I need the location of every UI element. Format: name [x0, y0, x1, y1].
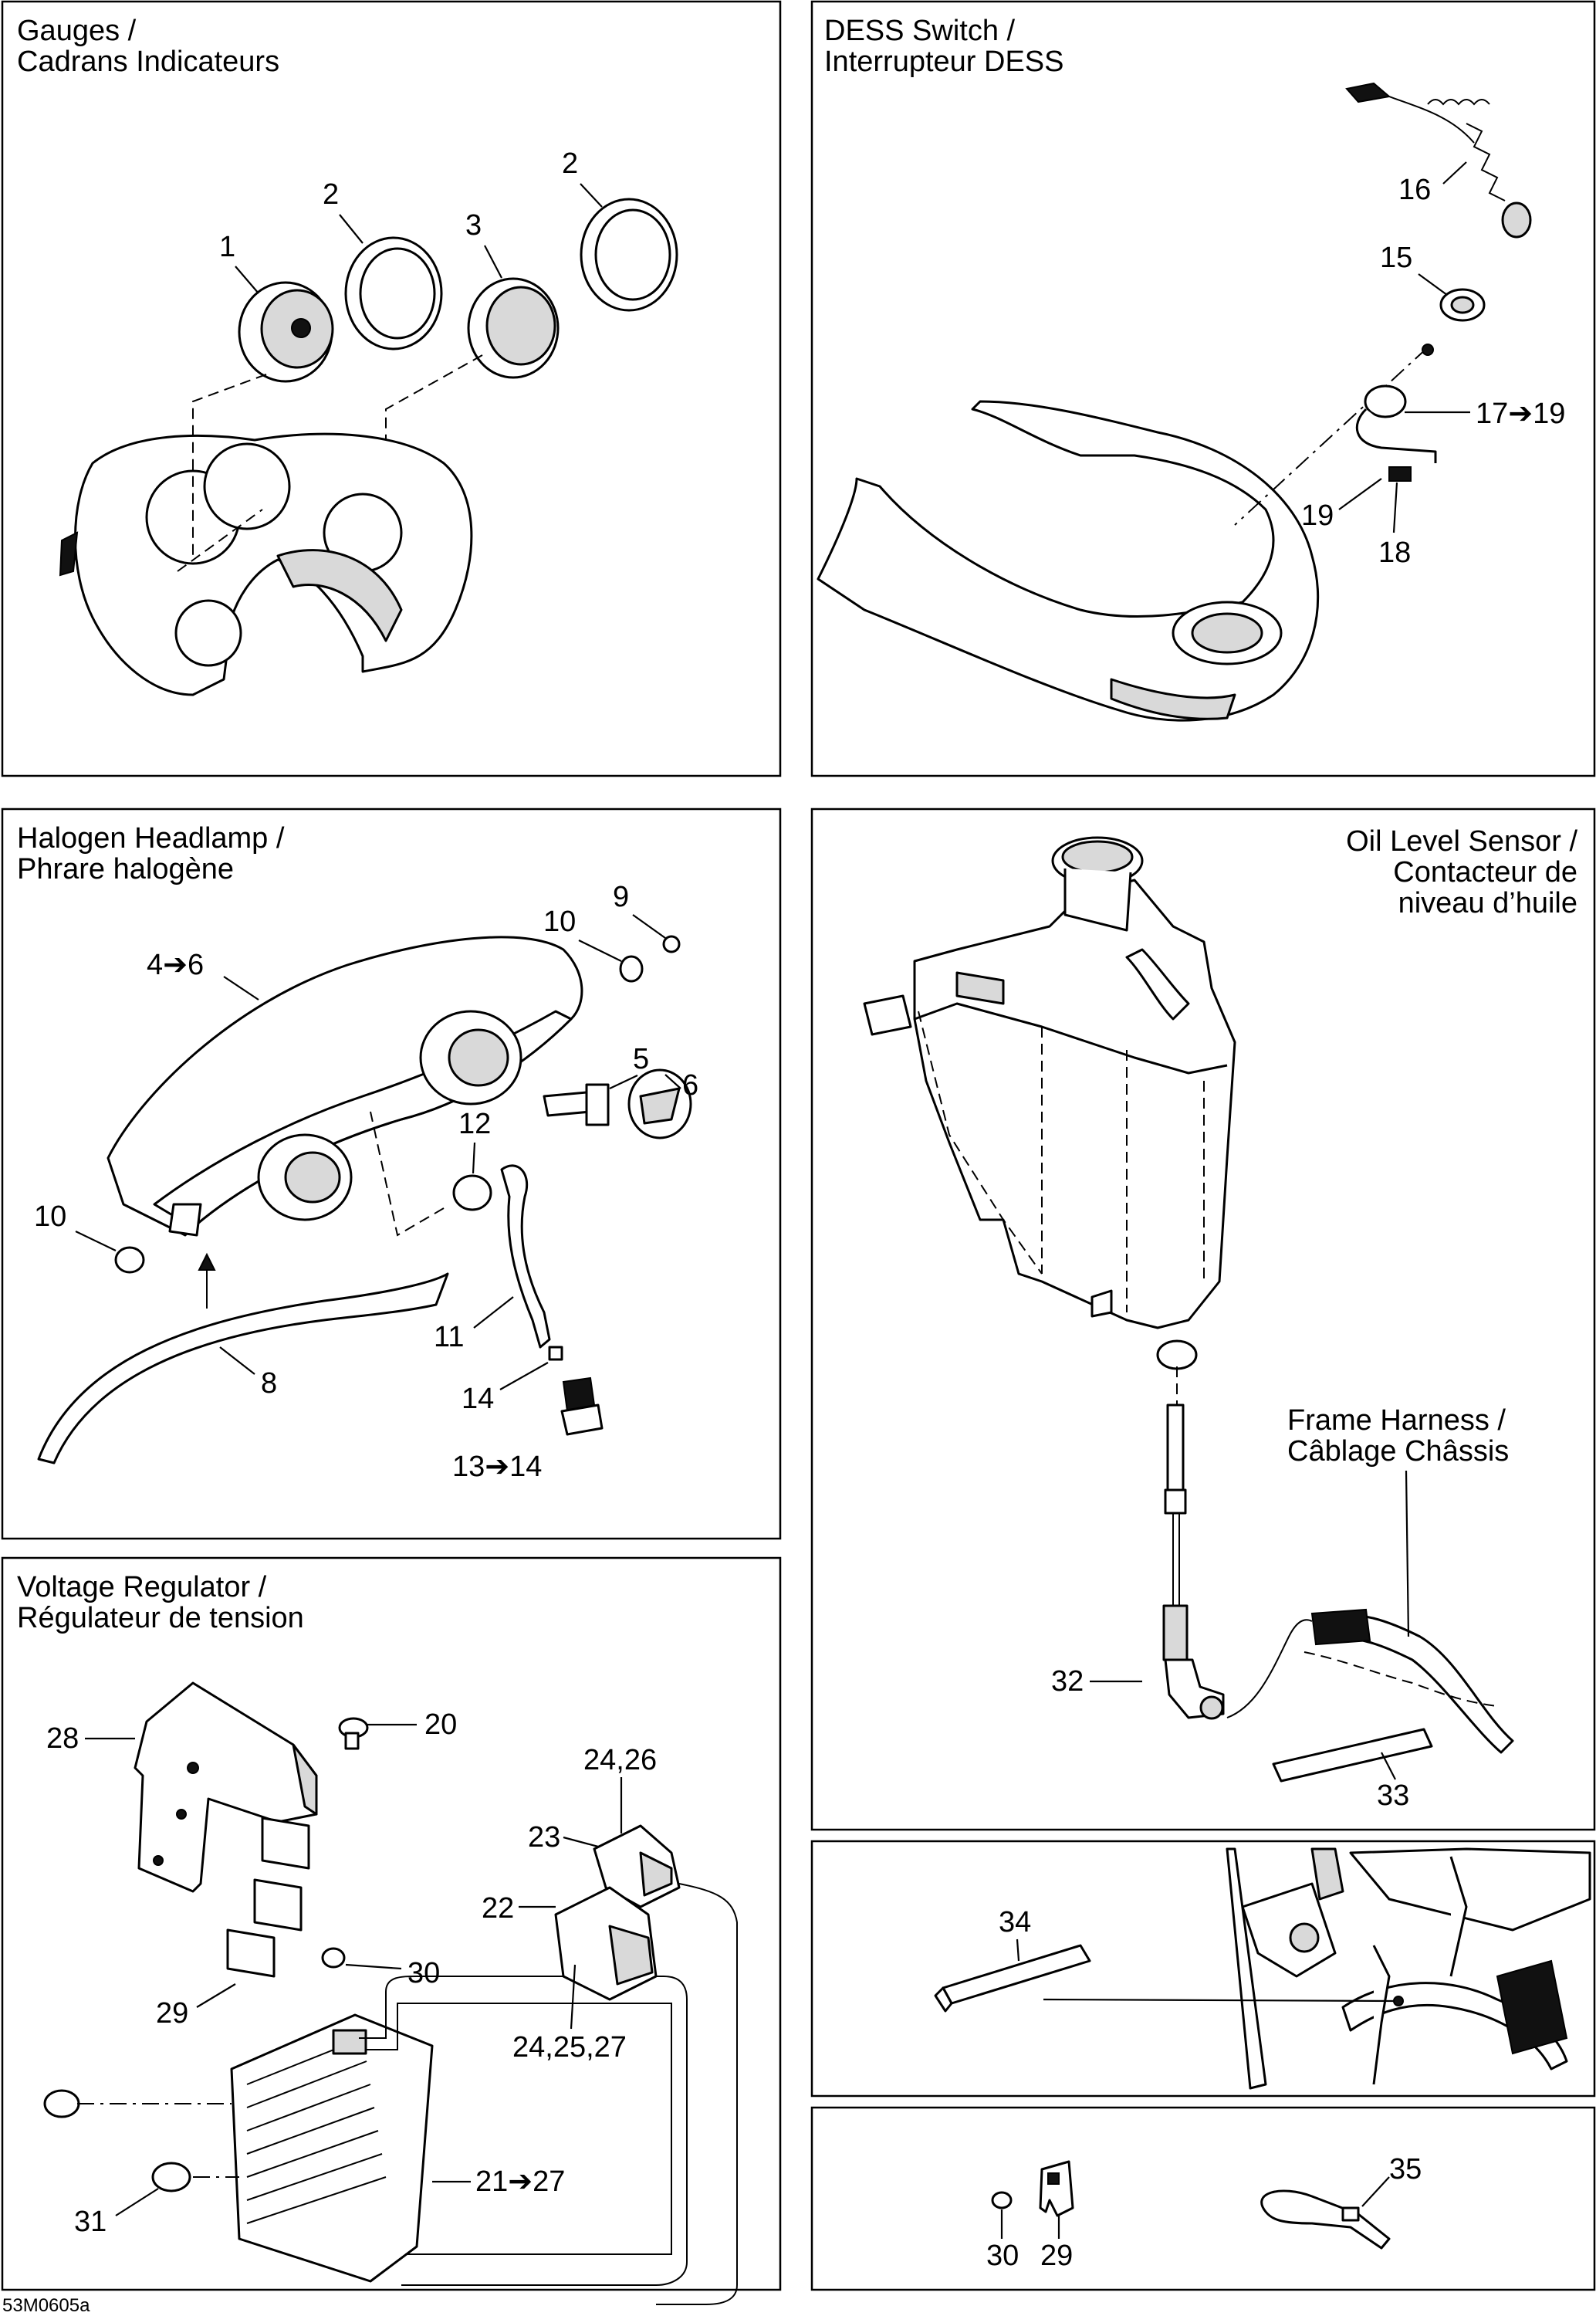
- callout-2-bezel-a: 2: [323, 178, 339, 211]
- gauge-part-3: [467, 277, 560, 379]
- oil-title-line2: Contacteur de: [1393, 856, 1577, 889]
- callout-10-lower: 10: [34, 1200, 66, 1233]
- oil-title-line1: Oil Level Sensor /: [1346, 825, 1577, 858]
- headlamp-bulb-5: [543, 1083, 610, 1126]
- callout-18: 18: [1378, 537, 1411, 569]
- frame-harness: [1226, 1608, 1514, 1754]
- panel-dess: DESS Switch / Interrupteur DESS 16: [810, 0, 1596, 777]
- grommet-10-upper: [619, 935, 681, 983]
- callout-29-clip: 29: [1040, 2240, 1073, 2272]
- headlamp-retainer-6: [627, 1068, 692, 1139]
- hose-11: [500, 1164, 551, 1349]
- callout-22: 22: [482, 1892, 514, 1925]
- dess-title-line1: DESS Switch /: [824, 15, 1016, 47]
- dess-switch-17: [1355, 384, 1437, 482]
- callout-29: 29: [156, 1997, 188, 2030]
- oil-title-line3: niveau d’huile: [1398, 887, 1577, 919]
- frame-harness-title-line1: Frame Harness /: [1287, 1404, 1506, 1437]
- cable-tie-35: [1260, 2189, 1391, 2250]
- steering-cover: [817, 400, 1320, 722]
- callout-15: 15: [1380, 242, 1412, 274]
- connector-22: [554, 1886, 658, 2001]
- callout-10-upper: 10: [543, 906, 576, 938]
- callout-17-to-19: 17➔19: [1476, 398, 1565, 430]
- connector-13: [548, 1346, 604, 1436]
- gauges-title-line1: Gauges /: [17, 15, 137, 47]
- oil-sensor-grommet: [1156, 1339, 1198, 1370]
- gauge-cluster-housing: [59, 432, 473, 696]
- clip-29: [1039, 2160, 1074, 2217]
- dess-cap-15: [1439, 288, 1486, 322]
- callout-8: 8: [261, 1367, 277, 1400]
- panel-clip-tie: 35 30 29: [810, 2106, 1596, 2291]
- oil-tank: [863, 836, 1236, 1329]
- callout-24-26: 24,26: [583, 1744, 657, 1776]
- callout-35: 35: [1389, 2153, 1422, 2186]
- screw-30-small: [991, 2191, 1013, 2209]
- callout-30-small: 30: [986, 2240, 1019, 2272]
- frame-harness-title-line2: Câblage Châssis: [1287, 1435, 1509, 1468]
- dess-title-line2: Interrupteur DESS: [824, 46, 1063, 78]
- trim-strip-8: [37, 1272, 449, 1464]
- callout-16: 16: [1398, 174, 1431, 206]
- callout-9: 9: [613, 881, 629, 913]
- clips-29: [226, 1817, 310, 1978]
- panel-headlamp: Halogen Headlamp / Phrare halogène: [1, 808, 782, 1540]
- panel-edge-trim: 34: [810, 1840, 1596, 2098]
- loom-33: [1272, 1728, 1433, 1783]
- headlamp-title-line1: Halogen Headlamp /: [17, 822, 285, 855]
- callout-32: 32: [1051, 1665, 1084, 1698]
- panel-oil-level-sensor: Oil Level Sensor / Contacteur de niveau …: [810, 808, 1596, 1831]
- gauge-bezel-2b: [580, 198, 678, 312]
- gauges-title-line2: Cadrans Indicateurs: [17, 46, 279, 78]
- callout-5: 5: [633, 1043, 649, 1075]
- gauge-bezel-2a: [344, 236, 443, 350]
- callout-13-to-14: 13➔14: [452, 1451, 542, 1483]
- callout-31: 31: [74, 2206, 107, 2238]
- bolt-31: [43, 2089, 191, 2192]
- regulator-bracket-28: [134, 1681, 318, 1893]
- callout-2-bezel-b: 2: [562, 147, 578, 180]
- edge-trim-34: [934, 1944, 1091, 2013]
- figure-code: 53M0605a: [2, 2295, 90, 2316]
- callout-30: 30: [407, 1957, 440, 1989]
- callout-12: 12: [458, 1108, 491, 1140]
- callout-11: 11: [434, 1321, 464, 1353]
- callout-21-to-27: 21➔27: [475, 2165, 565, 2198]
- regulator-title-line2: Régulateur de tension: [17, 1602, 304, 1634]
- boot-12: [452, 1174, 492, 1211]
- headlamp-housing: [107, 936, 583, 1237]
- callout-24-25-27: 24,25,27: [512, 2031, 627, 2064]
- regulator-title-line1: Voltage Regulator /: [17, 1571, 267, 1603]
- dess-key-lanyard: [1345, 82, 1532, 239]
- regulator-21: [230, 2013, 434, 2283]
- callout-3: 3: [465, 209, 482, 242]
- headlamp-title-line2: Phrare halogène: [17, 853, 234, 885]
- callout-28: 28: [46, 1722, 79, 1755]
- callout-6: 6: [682, 1069, 698, 1102]
- callout-4-to-6: 4➔6: [147, 949, 204, 981]
- bolt-20: [338, 1717, 369, 1750]
- connector-23: [593, 1824, 681, 1908]
- oil-level-sensor-32: [1162, 1403, 1225, 1720]
- gauge-part-1: [238, 281, 334, 383]
- panel-voltage-regulator: Voltage Regulator / Régulateur de tensio…: [1, 1556, 782, 2305]
- callout-1: 1: [219, 231, 235, 263]
- panel-gauges: Gauges / Cadrans Indicateurs: [1, 0, 782, 777]
- screw-30: [321, 1947, 346, 1969]
- callout-34: 34: [999, 1906, 1031, 1938]
- callout-19: 19: [1301, 499, 1334, 532]
- regulator-wiring: [359, 1883, 738, 2305]
- grommet-10-lower: [114, 1246, 145, 1274]
- callout-14: 14: [462, 1383, 494, 1415]
- callout-23: 23: [528, 1821, 560, 1854]
- callout-33: 33: [1377, 1779, 1409, 1812]
- callout-20: 20: [424, 1708, 457, 1741]
